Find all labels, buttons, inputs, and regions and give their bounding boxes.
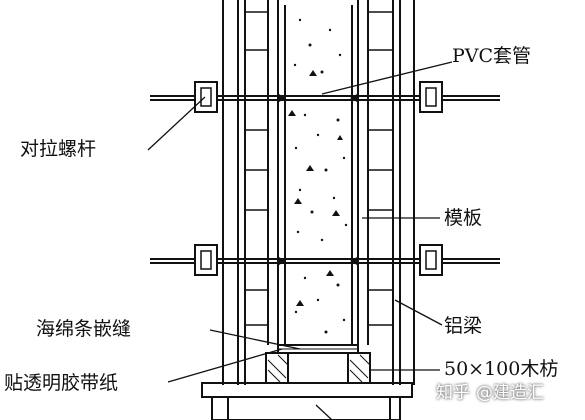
right-beam-ribs <box>368 11 393 326</box>
leader-bottom <box>315 404 333 420</box>
concrete-aggregate <box>288 18 348 334</box>
watermark-author: @建造汇 <box>476 383 544 403</box>
watermark: 知乎 @建造汇 <box>436 382 544 404</box>
bottom-assembly <box>201 344 413 420</box>
leader-tie-bolt <box>147 96 206 151</box>
label-sponge-strip: 海绵条嵌缝 <box>36 318 132 340</box>
label-formwork: 模板 <box>444 207 483 229</box>
label-pvc-sleeve: PVC套管 <box>452 45 532 67</box>
label-tape: 贴透明胶带纸 <box>4 372 119 394</box>
left-beam-ribs <box>245 11 268 326</box>
label-timber: 50×100木枋 <box>444 358 559 380</box>
base-beam <box>201 382 413 398</box>
leader-lines <box>147 61 453 420</box>
label-aluminum-beam: 铝梁 <box>444 315 483 337</box>
leader-sponge <box>209 329 301 350</box>
leader-aluminum <box>394 299 443 326</box>
tie-bolt-lower <box>150 244 500 276</box>
leader-tape <box>167 348 283 383</box>
leader-pvc <box>321 61 453 95</box>
label-tie-bolt: 对拉螺杆 <box>20 138 97 160</box>
watermark-platform: 知乎 <box>436 383 470 403</box>
tie-bolt-upper <box>150 81 500 113</box>
